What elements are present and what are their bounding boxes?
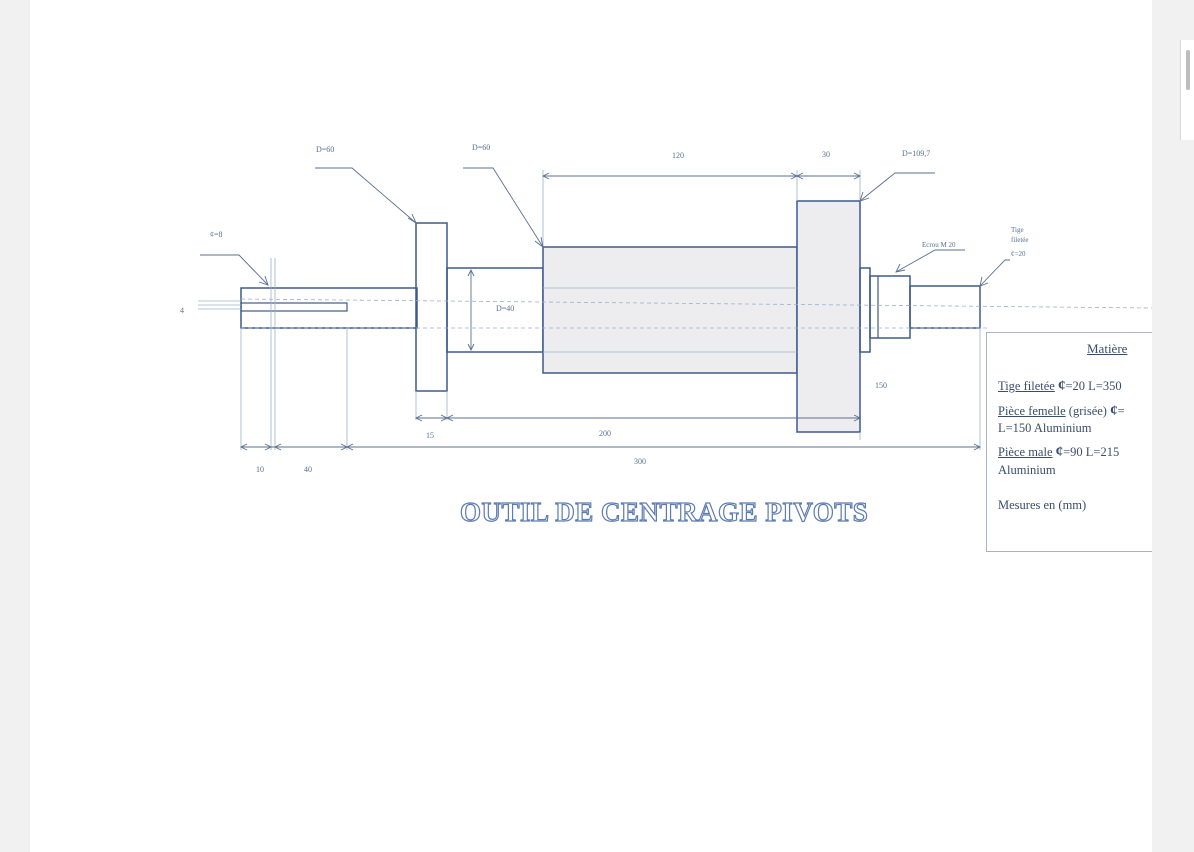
material-spec-box: Matière Tige filetée ¢=20 L=350 Pièce fe… bbox=[986, 332, 1152, 552]
spec-line-male-material: Aluminium bbox=[998, 463, 1056, 477]
label-dim-30: 30 bbox=[822, 150, 830, 159]
label-dim-10: 10 bbox=[256, 465, 264, 474]
diameter-symbol: ¢ bbox=[1110, 403, 1118, 419]
label-d109: D=109,7 bbox=[902, 149, 930, 158]
label-dim-40: 40 bbox=[304, 465, 312, 474]
threaded-rod bbox=[909, 285, 981, 329]
label-d60-right: D=60 bbox=[472, 143, 490, 152]
label-dim-150: 150 bbox=[875, 381, 887, 390]
keyway-slot bbox=[240, 302, 348, 312]
right-gutter bbox=[1152, 0, 1194, 852]
spec-line-rod: Tige filetée ¢=20 L=350 bbox=[998, 378, 1122, 394]
label-four: 4 bbox=[180, 306, 184, 315]
spec-line-female: Pièce femelle (grisée) ¢= bbox=[998, 403, 1125, 419]
label-dim-15: 15 bbox=[426, 431, 434, 440]
side-panel-edge bbox=[1180, 40, 1194, 140]
spec-title: Matière bbox=[1087, 341, 1128, 356]
female-piece bbox=[542, 246, 798, 374]
document-page: D=60 D=60 D=109,7 ¢=8 D=40 4 Ecrou M 20 … bbox=[30, 0, 1152, 852]
scrollbar-thumb[interactable] bbox=[1186, 50, 1190, 90]
diameter-symbol: ¢ bbox=[1057, 378, 1066, 394]
nut bbox=[869, 275, 911, 339]
label-phi-left: ¢=8 bbox=[210, 230, 223, 239]
label-tige-2: filetée bbox=[1011, 236, 1029, 244]
label-d40: D=40 bbox=[496, 304, 514, 313]
label-tige-3: ¢=20 bbox=[1011, 250, 1026, 258]
diameter-symbol: ¢ bbox=[1055, 444, 1064, 460]
collar bbox=[859, 267, 871, 353]
flange-right bbox=[796, 200, 861, 433]
technical-drawing: D=60 D=60 D=109,7 ¢=8 D=40 4 Ecrou M 20 … bbox=[180, 143, 1152, 528]
spec-line-female-length: L=150 Aluminium bbox=[998, 421, 1092, 435]
label-tige-1: Tige bbox=[1011, 226, 1024, 234]
label-ecrou: Ecrou M 20 bbox=[922, 241, 956, 249]
label-d60-left: D=60 bbox=[316, 145, 334, 154]
spec-line-units: Mesures en (mm) bbox=[998, 498, 1087, 512]
label-dim-200: 200 bbox=[599, 429, 611, 438]
flange-left bbox=[415, 222, 448, 392]
label-dim-300: 300 bbox=[634, 457, 646, 466]
label-dim-120: 120 bbox=[672, 151, 684, 160]
spec-line-male: Pièce male ¢=90 L=215 bbox=[998, 444, 1120, 460]
drawing-title: OUTIL DE CENTRAGE PIVOTS bbox=[460, 497, 868, 527]
neck bbox=[446, 267, 544, 353]
shaft-left bbox=[240, 287, 418, 329]
